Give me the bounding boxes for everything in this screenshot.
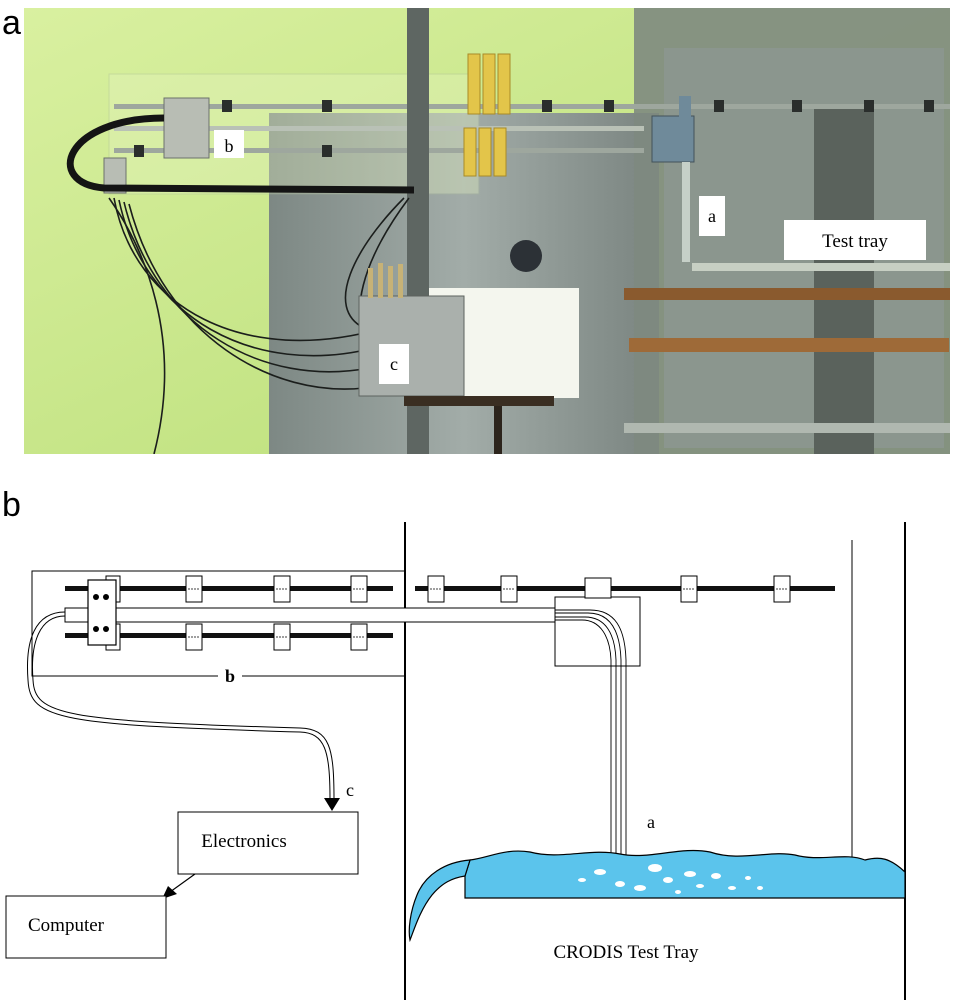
label-box-a xyxy=(699,196,725,236)
probe-head-cap xyxy=(584,577,612,599)
apparatus-photo: b a Test tray c xyxy=(24,8,950,454)
panel-letter-a: a xyxy=(2,4,21,42)
schematic-diagram: b xyxy=(5,522,906,1000)
panel-letter-b: b xyxy=(2,486,21,524)
enclosure-connectors xyxy=(368,263,403,298)
probe-head-top xyxy=(679,96,691,118)
photo-label-b: b xyxy=(225,136,234,156)
carriage-bracket xyxy=(103,157,127,194)
rail-top xyxy=(114,104,950,109)
tray-edge xyxy=(692,263,950,271)
carriage-block xyxy=(87,579,117,646)
rail-middle xyxy=(114,126,644,131)
test-tray-label: CRODIS Test Tray xyxy=(553,942,699,963)
probe-head-box xyxy=(554,596,641,667)
schematic-label-a: a xyxy=(647,812,655,832)
rail-lower xyxy=(65,633,393,638)
cable-bundle xyxy=(108,197,410,454)
label-box-test-tray xyxy=(784,220,926,260)
liquid-overflow xyxy=(408,859,471,943)
schematic-label-b: b xyxy=(225,666,235,686)
sponges xyxy=(463,53,511,177)
schematic-label-c: c xyxy=(346,780,354,800)
carriage-bolts xyxy=(93,594,109,632)
photo-label-c: c xyxy=(390,354,398,374)
cable-loop xyxy=(66,114,415,194)
clip-marks xyxy=(188,588,788,638)
label-box-c xyxy=(379,344,409,384)
rail-upper-left xyxy=(65,586,393,591)
computer-label: Computer xyxy=(28,915,105,936)
electronics-label: Electronics xyxy=(201,831,286,852)
label-box-b xyxy=(214,130,244,158)
computer-box xyxy=(5,895,167,959)
stand-top xyxy=(404,396,554,406)
tray-dark-column xyxy=(814,108,874,454)
probe-stem xyxy=(682,162,690,262)
stand-leg xyxy=(494,406,502,454)
electronics-box xyxy=(177,811,359,875)
fan-grille xyxy=(510,240,542,272)
traverse-carriage xyxy=(163,97,210,159)
tray-beam-lower xyxy=(629,338,949,352)
probe-arm xyxy=(64,607,556,623)
photo-label-a: a xyxy=(708,206,716,226)
rail-upper-right xyxy=(415,586,835,591)
probe-head-box xyxy=(651,115,695,163)
electronics-enclosure xyxy=(358,295,465,397)
tray-rail xyxy=(624,423,950,433)
tray-beam xyxy=(624,288,950,300)
photo-label-test-tray: Test tray xyxy=(822,231,888,252)
rail-bottom xyxy=(114,148,644,153)
signal-cable xyxy=(26,611,335,801)
bubbles xyxy=(578,864,763,894)
traverse-frame xyxy=(31,570,405,677)
computer-arrow-line xyxy=(169,873,196,893)
rail-clips xyxy=(134,100,934,157)
cable-arrow xyxy=(324,798,340,811)
